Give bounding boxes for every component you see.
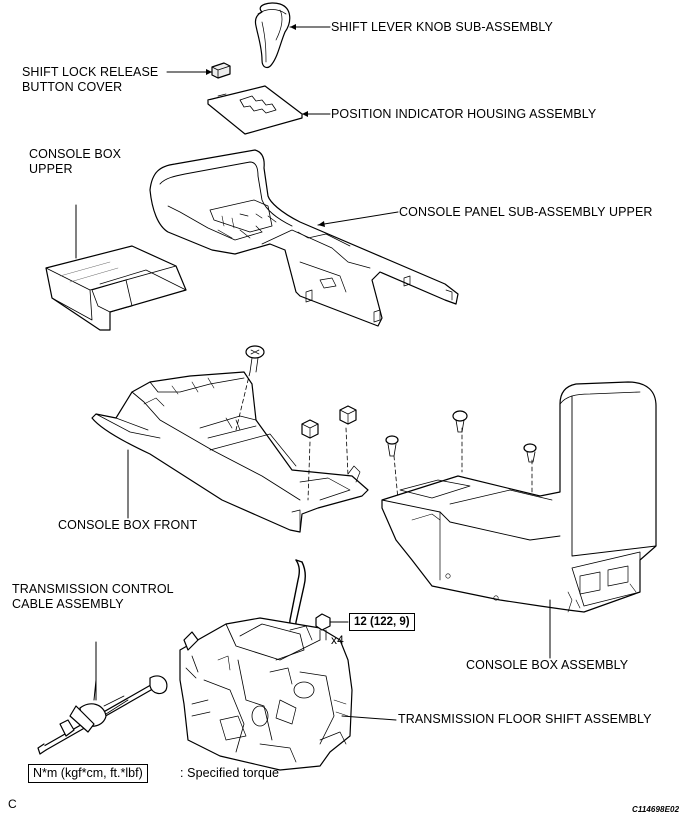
- label-transmission-floor-shift: TRANSMISSION FLOOR SHIFT ASSEMBLY: [398, 712, 652, 726]
- torque-legend-description: : Specified torque: [180, 766, 280, 780]
- console-box-assembly: [381, 381, 657, 613]
- label-console-box-upper-line2: UPPER: [29, 162, 73, 176]
- label-transmission-cable-line2: CABLE ASSEMBLY: [12, 597, 124, 611]
- label-shift-lock-release-line1: SHIFT LOCK RELEASE: [22, 65, 159, 79]
- label-shift-lever-knob: SHIFT LEVER KNOB SUB-ASSEMBLY: [331, 20, 553, 34]
- nut-middle: [339, 405, 357, 425]
- leader-lines: [75, 26, 551, 721]
- screw-left: [385, 435, 399, 457]
- position-indicator-housing: [207, 85, 303, 135]
- screw-right: [523, 443, 537, 463]
- clip-screw-front: [245, 345, 265, 373]
- figure-code: C114698E02: [632, 805, 680, 814]
- shift-lock-release-cover: [211, 62, 231, 79]
- label-console-panel-upper: CONSOLE PANEL SUB-ASSEMBLY UPPER: [399, 205, 653, 219]
- transmission-control-cable: [37, 641, 168, 755]
- label-console-box-upper-line1: CONSOLE BOX: [29, 147, 122, 161]
- console-box-upper: [45, 245, 187, 331]
- torque-unit-legend-box: N*m (kgf*cm, ft.*lbf): [28, 764, 148, 783]
- label-transmission-cable-line1: TRANSMISSION CONTROL: [12, 582, 174, 596]
- nut-left: [301, 419, 319, 439]
- transmission-floor-shift: [179, 559, 353, 771]
- label-position-indicator: POSITION INDICATOR HOUSING ASSEMBLY: [331, 107, 597, 121]
- torque-spec-box: 12 (122, 9): [349, 613, 415, 631]
- label-console-box-front: CONSOLE BOX FRONT: [58, 518, 198, 532]
- console-box-front: [91, 371, 369, 533]
- corner-letter: C: [8, 797, 17, 811]
- screw-middle: [452, 410, 468, 433]
- floor-shift-bolt: [315, 613, 331, 641]
- label-shift-lock-release-line2: BUTTON COVER: [22, 80, 123, 94]
- bolt-quantity: x4: [331, 633, 344, 647]
- label-console-box-assembly: CONSOLE BOX ASSEMBLY: [466, 658, 629, 672]
- shift-lever-knob: [254, 2, 291, 69]
- console-panel-upper: [149, 149, 459, 327]
- leader-arrows: [206, 24, 325, 227]
